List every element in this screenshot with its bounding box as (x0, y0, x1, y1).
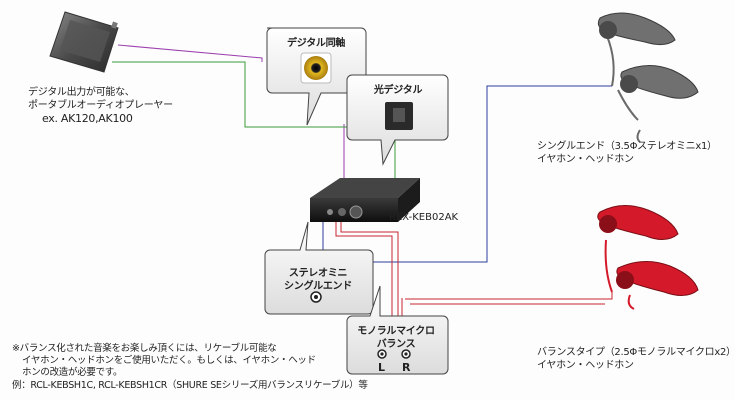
stereo-cable (322, 85, 612, 263)
player-label-example: ex. AK120,AK100 (42, 112, 133, 125)
note-line1: ※バランス化された音楽をお楽しみ頂くには、リケーブル可能な (12, 343, 277, 354)
coax-title: デジタル同軸 (287, 38, 345, 49)
optical-cable (112, 61, 396, 178)
stereo-mini-title-line2: シングルエンド (284, 281, 352, 292)
note-line3: ホンの改造が必要です。 (22, 367, 123, 378)
note-line2: イヤホン・ヘッドホンをご使用いただく。もしくは、イヤホン・ヘッド (22, 355, 316, 366)
right-channel-label: R (402, 361, 411, 374)
note-line4: 例：RCL-KEBSH1C, RCL-KEBSH1CR（SHURE SEシリーズ… (12, 380, 368, 391)
dac-device-icon (310, 178, 420, 222)
optical-title: 光デジタル (373, 85, 423, 96)
balanced-earphones-icon (597, 205, 699, 310)
stereo-mini-title-line1: ステレオミニ (288, 268, 348, 279)
balanced-bubble (346, 285, 449, 375)
balanced-label-line1: バランスタイプ（2.5Φモノラルマイクロx2） (537, 347, 735, 358)
left-channel-label: L (378, 361, 386, 374)
device-model-label: REX-KEB02AK (389, 212, 459, 223)
coax-jack-icon (304, 56, 328, 80)
single-ended-label-line2: イヤホン・ヘッドホン (537, 154, 634, 165)
single-ended-earphones-icon (597, 12, 699, 143)
stereo-mini-bubble (264, 221, 374, 315)
balanced-title-line2: バランス (376, 339, 416, 350)
player-label-line1: デジタル出力が可能な、 (28, 87, 135, 98)
portable-player-icon (49, 11, 119, 73)
player-label-line2: ポータブルオーディオプレーヤー (28, 100, 173, 111)
optical-bubble (346, 74, 449, 166)
balanced-title-line1: モノラルマイクロ (357, 326, 435, 337)
single-ended-label-line1: シングルエンド（3.5Φステレオミニx1） (537, 141, 717, 152)
balanced-label-line2: イヤホン・ヘッドホン (537, 360, 634, 371)
coax-bubble (266, 27, 367, 126)
